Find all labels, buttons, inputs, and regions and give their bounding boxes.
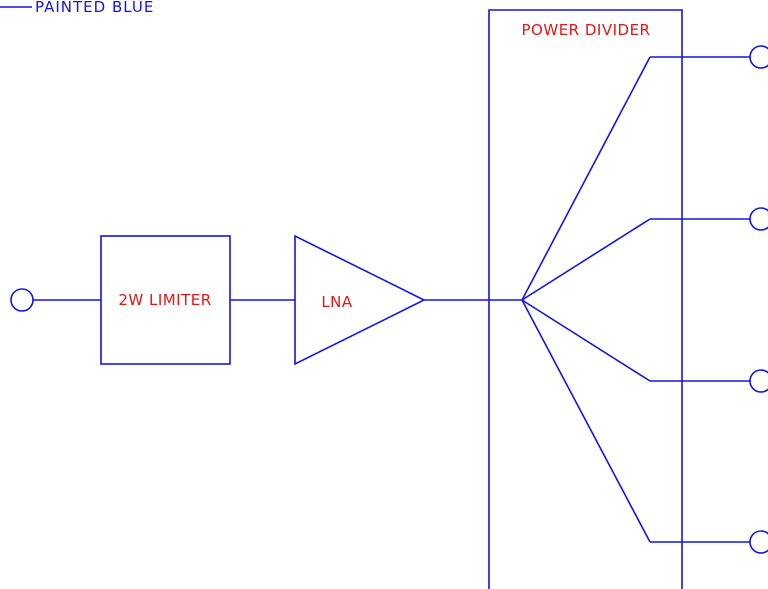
lna-label: LNA xyxy=(321,293,353,311)
divider-branch-2 xyxy=(521,218,651,301)
limiter-label: 2W LIMITER xyxy=(118,291,211,309)
output-port-2 xyxy=(749,207,768,231)
divider-branch-3 xyxy=(521,299,651,382)
input-port xyxy=(10,288,34,312)
output-port-3 xyxy=(749,369,768,393)
output-port-1 xyxy=(749,45,768,69)
lna-amplifier xyxy=(294,234,426,366)
power-divider-block xyxy=(488,9,683,589)
output-port-4 xyxy=(749,530,768,554)
power-divider-label: POWER DIVIDER xyxy=(522,21,651,39)
divider-branch-4 xyxy=(521,299,651,543)
painted-blue-note: PAINTED BLUE xyxy=(35,0,154,16)
divider-branch-1 xyxy=(521,56,651,301)
